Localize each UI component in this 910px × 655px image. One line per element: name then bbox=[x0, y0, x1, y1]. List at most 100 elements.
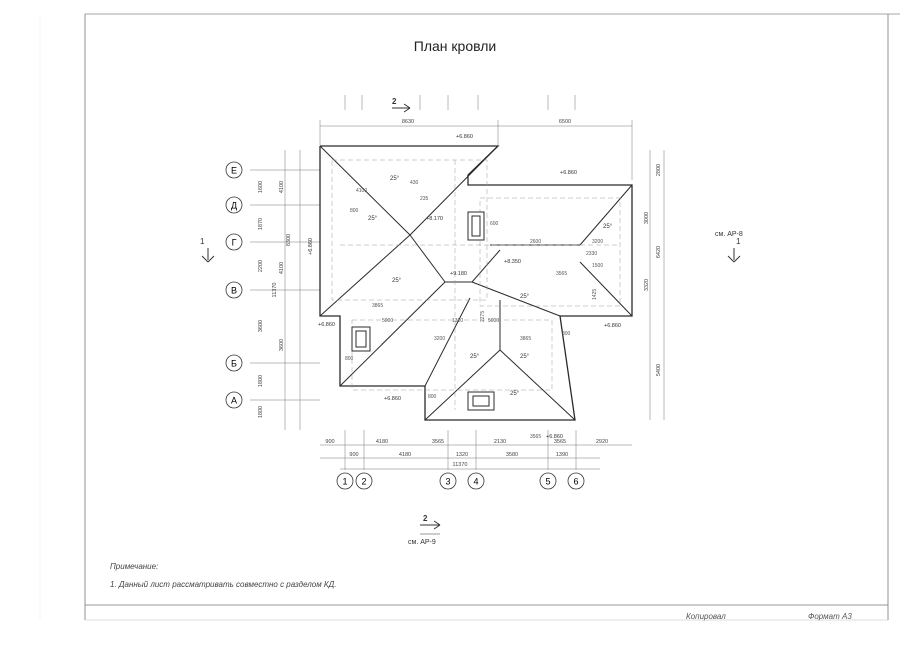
dim-text: 4100 bbox=[279, 181, 285, 193]
dim-text: 3320 bbox=[644, 279, 650, 291]
axis-bubble bbox=[225, 161, 243, 179]
dim-text: 800 bbox=[345, 356, 354, 362]
slope: 25° bbox=[510, 391, 520, 397]
dim-text: 5400 bbox=[656, 364, 662, 376]
elevation: +6.860 bbox=[318, 322, 335, 328]
dim-text: 1800 bbox=[258, 406, 264, 418]
dim-text: 430 bbox=[410, 180, 419, 186]
dim-text: 4180 bbox=[376, 439, 388, 445]
axis-label-column: 1 bbox=[342, 477, 347, 487]
slope-labels: 25° 25° 25° 25° 25° 25° 25° 25° bbox=[368, 176, 613, 397]
dim-text: 3580 bbox=[506, 452, 518, 458]
dim-text-total: 11370 bbox=[453, 462, 468, 468]
axis-label-row: Б bbox=[231, 359, 237, 369]
section-labels: 1 1 2 2 см. АР-8 см. АР-9 bbox=[200, 97, 743, 546]
roof-ridges bbox=[319, 145, 633, 421]
drawing-title: План кровли bbox=[413, 38, 497, 54]
dim-text: 3565 bbox=[432, 439, 444, 445]
dim-text: 11370 bbox=[272, 283, 278, 298]
axis-bubble bbox=[439, 472, 457, 490]
axis-label-row: Е bbox=[231, 166, 237, 176]
slope: 25° bbox=[520, 354, 530, 360]
slope: 25° bbox=[368, 216, 378, 222]
slope: 25° bbox=[390, 176, 400, 182]
elevation-marks: +6.860 +6.860 +6.860 +6.860 +6.860 +6.86… bbox=[308, 134, 621, 440]
elevation: +8.170 bbox=[426, 216, 443, 222]
axis-label-column: 4 bbox=[473, 477, 478, 487]
interior-dims: 430 4100 3865 5000 1310 3200 3565 800 80… bbox=[345, 180, 603, 440]
dim-text: 6420 bbox=[656, 246, 662, 258]
dim-text: 1425 bbox=[592, 289, 598, 300]
column-axes: 1 2 3 4 5 6 bbox=[336, 472, 585, 490]
dim-text: 2920 bbox=[596, 439, 608, 445]
axis-label-row: А bbox=[231, 396, 237, 406]
dim-text: 1390 bbox=[556, 452, 568, 458]
axis-label-column: 6 bbox=[573, 477, 578, 487]
axis-bubble bbox=[225, 391, 243, 409]
elevation: +6.860 bbox=[308, 238, 314, 255]
dim-text: 5000 bbox=[488, 318, 499, 324]
dim-text: 8300 bbox=[286, 234, 292, 246]
dim-text: 1870 bbox=[258, 218, 264, 230]
stamp-copied: Копировал bbox=[686, 612, 726, 621]
axis-label-row: В bbox=[231, 286, 237, 296]
dim-text: 1500 bbox=[592, 263, 603, 269]
dim-text: 3200 bbox=[434, 336, 445, 342]
dim-text: 1310 bbox=[452, 318, 463, 324]
dim-text: 600 bbox=[490, 221, 499, 227]
slope: 25° bbox=[520, 294, 530, 300]
dim-text: 3600 bbox=[258, 320, 264, 332]
row-axes: Е Д Г В Б А bbox=[225, 161, 243, 409]
section-number: 2 bbox=[392, 97, 397, 106]
dim-text: 2200 bbox=[258, 260, 264, 272]
dim-text: 3200 bbox=[592, 239, 603, 245]
dim-text: 800 bbox=[562, 331, 571, 337]
axis-bubble bbox=[567, 472, 585, 490]
dim-text: 800 bbox=[428, 394, 437, 400]
elevation: +6.860 bbox=[456, 134, 473, 140]
dim-text: 3865 bbox=[520, 336, 531, 342]
section-number: 1 bbox=[200, 237, 205, 246]
slope: 25° bbox=[603, 224, 613, 230]
dim-text: 3565 bbox=[530, 434, 541, 440]
slope: 25° bbox=[392, 278, 402, 284]
wall-lines bbox=[331, 159, 621, 410]
slope: 25° bbox=[470, 354, 480, 360]
dims-top: 8630 6500 bbox=[402, 119, 571, 125]
axis-label-column: 5 bbox=[545, 477, 550, 487]
dim-text: 2330 bbox=[586, 251, 597, 257]
dim-text: 8630 bbox=[402, 119, 414, 125]
dim-text: 4100 bbox=[356, 188, 367, 194]
dim-text: 2275 bbox=[480, 311, 486, 322]
elevation: +6.860 bbox=[546, 434, 563, 440]
axis-label-row: Г bbox=[232, 238, 237, 248]
dim-text: 2600 bbox=[530, 239, 541, 245]
elevation: +9.180 bbox=[450, 271, 467, 277]
dims-bottom-2: 900 4180 1320 3580 1390 11370 bbox=[349, 452, 568, 468]
dim-text: 3565 bbox=[554, 439, 566, 445]
elevation: +6.860 bbox=[560, 170, 577, 176]
axis-bubble bbox=[539, 472, 557, 490]
section-number: 2 bbox=[423, 514, 428, 523]
axis-bubble bbox=[225, 233, 243, 251]
axis-label-row: Д bbox=[231, 201, 237, 211]
dims-bottom-1: 900 4180 3565 2130 3565 2920 bbox=[325, 439, 608, 445]
stamp-format: Формат А3 bbox=[808, 612, 852, 621]
dim-text: 900 bbox=[349, 452, 358, 458]
dim-text: 800 bbox=[350, 208, 359, 214]
dims-right: 2800 3000 6420 3320 5400 bbox=[644, 164, 662, 376]
axis-label-column: 2 bbox=[361, 477, 366, 487]
section-markers bbox=[201, 103, 741, 535]
section-sheet-ref: см. АР-8 bbox=[715, 231, 743, 238]
section-number: 1 bbox=[736, 237, 741, 246]
dim-text: 5000 bbox=[382, 318, 393, 324]
dim-text: 3565 bbox=[556, 271, 567, 277]
dim-text: 1320 bbox=[456, 452, 468, 458]
elevation: +6.860 bbox=[384, 396, 401, 402]
dim-text: 6500 bbox=[559, 119, 571, 125]
dim-text: 235 bbox=[420, 196, 429, 202]
dim-text: 900 bbox=[325, 439, 334, 445]
dim-text: 2800 bbox=[656, 164, 662, 176]
axis-bubble bbox=[336, 472, 354, 490]
axis-bubble bbox=[355, 472, 373, 490]
